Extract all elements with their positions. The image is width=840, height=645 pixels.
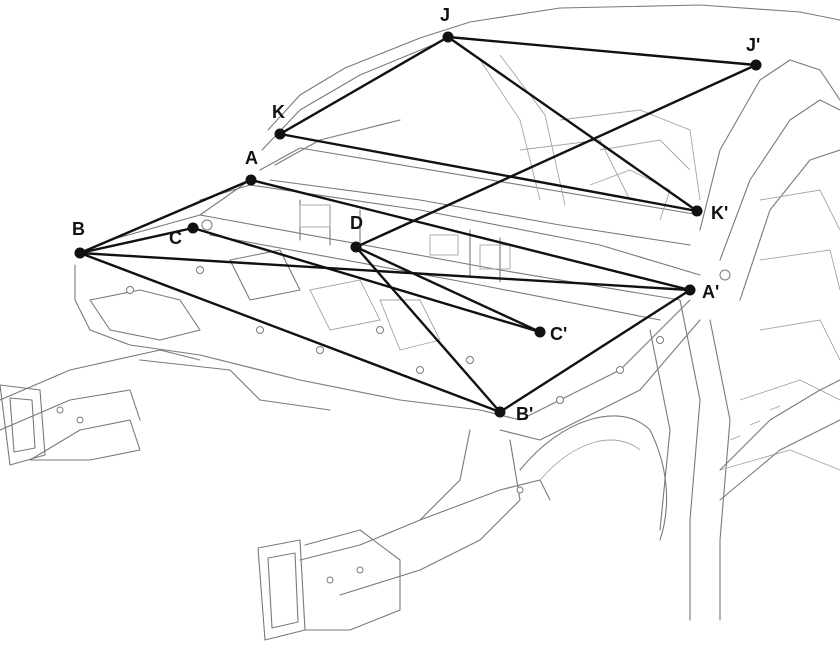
measurement-points <box>74 31 762 418</box>
point-b-label: B <box>72 219 85 239</box>
point-c-dot <box>187 222 199 234</box>
line-j-k <box>278 35 450 136</box>
point-a-prime-label: A' <box>702 282 719 302</box>
point-j-prime-label: J' <box>746 35 760 55</box>
line-a-b <box>78 178 253 255</box>
line-k-kp <box>278 132 699 213</box>
line-bp-d <box>354 245 502 414</box>
point-d-dot <box>350 241 362 253</box>
point-k-dot <box>274 128 286 140</box>
point-a-dot <box>245 174 257 186</box>
point-k-prime-dot <box>691 205 703 217</box>
measurement-labels: J J' K K' A A' B B' C C' D <box>72 5 760 424</box>
point-b-prime-label: B' <box>516 404 533 424</box>
line-b-c <box>78 226 195 255</box>
line-j-jp <box>446 35 758 67</box>
point-c-prime-label: C' <box>550 324 567 344</box>
point-c-label: C <box>169 228 182 248</box>
point-d-label: D <box>350 213 363 233</box>
point-b-prime-dot <box>494 406 506 418</box>
line-c-cp <box>191 226 542 334</box>
line-d-cp <box>354 245 542 334</box>
point-k-label: K <box>272 102 285 122</box>
point-k-prime-label: K' <box>711 203 728 223</box>
point-j-dot <box>442 31 454 43</box>
point-b-dot <box>74 247 86 259</box>
measurement-lines <box>78 35 758 414</box>
car-body-illustration <box>0 4 840 641</box>
point-a-label: A <box>245 148 258 168</box>
line-j-kp <box>446 35 699 213</box>
point-c-prime-dot <box>534 326 546 338</box>
line-a-ap <box>249 178 692 292</box>
line-jp-d <box>354 63 758 249</box>
line-bp-ap <box>498 288 692 414</box>
line-b-bp <box>78 251 502 414</box>
line-b-ap <box>78 251 692 292</box>
point-j-label: J <box>440 5 450 25</box>
point-j-prime-dot <box>750 59 762 71</box>
point-a-prime-dot <box>684 284 696 296</box>
